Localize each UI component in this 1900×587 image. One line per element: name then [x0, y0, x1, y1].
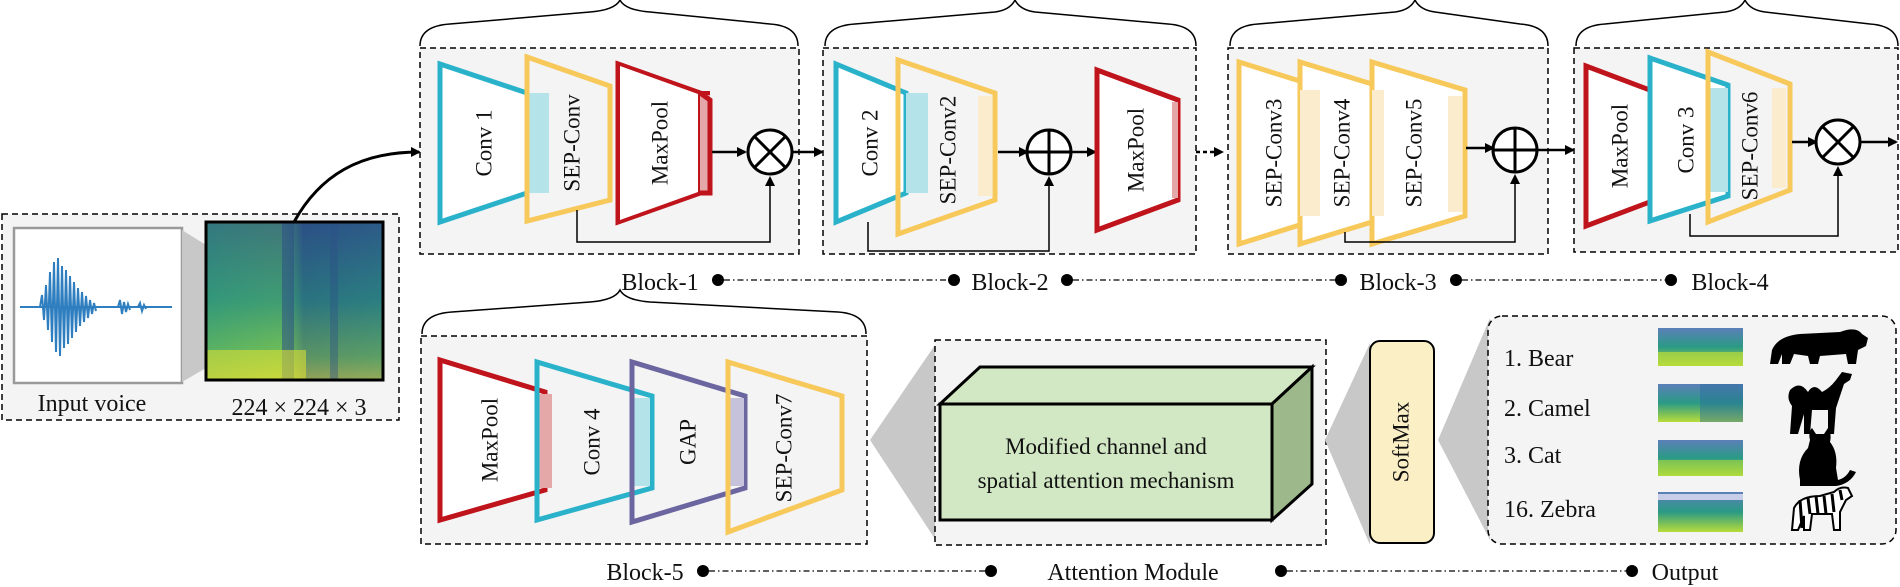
maxpool-layer: MaxPool [615, 60, 713, 226]
conv1-layer: Conv 1 [437, 60, 530, 226]
sep-conv6-layer: SEP-Conv6 [1705, 48, 1793, 226]
softmax-to-attention-connector [1325, 343, 1370, 545]
attention-module-label: Attention Module [1047, 560, 1218, 586]
block-2-label: Block-2 [971, 270, 1048, 296]
input-section: Input voice 224 × 224 × 3 [1, 147, 421, 421]
svg-text:SEP-Conv4: SEP-Conv4 [1329, 98, 1354, 207]
svg-text:MaxPool: MaxPool [1123, 108, 1148, 192]
output-section: 1. Bear 2. Camel 3. Cat 16. Zebra [1487, 315, 1897, 545]
svg-text:GAP: GAP [675, 419, 700, 465]
block-5-label: Block-5 [606, 560, 683, 586]
output-label: Output [1652, 560, 1719, 586]
svg-text:MaxPool: MaxPool [1607, 104, 1632, 188]
bear-spectrogram [1658, 328, 1743, 366]
multiply-operator-2 [1814, 118, 1862, 166]
attention-box-front [938, 402, 1274, 522]
maxpool5-layer: MaxPool [437, 356, 552, 524]
zebra-spectrogram [1658, 492, 1743, 532]
attention-to-block5-connector [870, 342, 937, 542]
block-labels-bottom: Block-5 Attention Module Output [606, 560, 1718, 586]
attention-module: Modified channel and spatial attention m… [934, 339, 1327, 546]
svg-text:Conv 1: Conv 1 [471, 109, 496, 176]
zebra-icon [1790, 486, 1854, 531]
input-dims-label: 224 × 224 × 3 [231, 395, 366, 421]
output-class-1: 1. Bear [1504, 346, 1573, 372]
add-operator-2 [1491, 126, 1539, 174]
block-5-brace [421, 288, 867, 335]
attention-text-line1: Modified channel and [1005, 434, 1207, 459]
block-4: MaxPool Conv 3 SEP-Conv6 [1573, 47, 1899, 253]
maxpool2-layer: MaxPool [1094, 66, 1181, 234]
gap-layer: GAP [629, 358, 748, 526]
attention-text-line2: spatial attention mechanism [978, 468, 1235, 493]
block-4-label: Block-4 [1691, 270, 1768, 296]
output-class-2: 2. Camel [1504, 396, 1591, 422]
svg-text:Conv 2: Conv 2 [857, 109, 882, 176]
block-3: SEP-Conv3 SEP-Conv4 SEP-Conv5 [1227, 47, 1575, 255]
spectrogram-image [204, 220, 385, 382]
block-labels-top: Block-1 Block-2 Block-3 Block-4 [621, 270, 1768, 296]
output-class-4: 16. Zebra [1504, 497, 1596, 523]
svg-text:SEP-Conv3: SEP-Conv3 [1261, 99, 1286, 208]
svg-text:Conv 4: Conv 4 [579, 408, 604, 476]
waveform-icon [20, 257, 172, 357]
block-1: Conv 1 SEP-Conv MaxPool [419, 47, 824, 255]
block-5: MaxPool Conv 4 GAP SEP-Conv7 [420, 288, 868, 545]
cat-spectrogram [1658, 440, 1743, 476]
sep-conv5-layer: SEP-Conv5 [1369, 58, 1468, 248]
sep-conv-layer: SEP-Conv [524, 53, 613, 225]
bear-icon [1770, 329, 1868, 364]
conv4-layer: Conv 4 [534, 358, 655, 524]
input-to-block1-arrow [292, 147, 421, 223]
block-1-label: Block-1 [621, 270, 698, 296]
svg-text:SEP-Conv2: SEP-Conv2 [935, 96, 960, 205]
svg-text:SoftMax: SoftMax [1388, 401, 1413, 482]
softmax-layer: SoftMax [1369, 340, 1435, 544]
svg-text:SEP-Conv: SEP-Conv [559, 94, 584, 192]
camel-spectrogram [1658, 384, 1743, 422]
multiply-operator-1 [746, 128, 794, 176]
cat-icon [1799, 428, 1856, 486]
sep-conv4-layer: SEP-Conv4 [1297, 58, 1388, 248]
svg-text:SEP-Conv5: SEP-Conv5 [1401, 99, 1426, 208]
output-to-softmax-connector [1438, 318, 1490, 540]
sep-conv7-layer: SEP-Conv7 [725, 358, 845, 536]
camel-icon [1788, 372, 1852, 434]
svg-text:SEP-Conv7: SEP-Conv7 [771, 394, 796, 503]
zoom-connector [182, 230, 206, 382]
svg-text:Conv 3: Conv 3 [1673, 106, 1698, 173]
output-class-3: 3. Cat [1504, 443, 1562, 469]
block-3-label: Block-3 [1359, 270, 1436, 296]
add-operator-1 [1025, 128, 1073, 176]
svg-text:MaxPool: MaxPool [477, 398, 502, 482]
input-voice-label: Input voice [38, 391, 147, 417]
svg-text:SEP-Conv6: SEP-Conv6 [1737, 92, 1762, 201]
output-panel [1487, 315, 1897, 545]
block-2: Conv 2 SEP-Conv2 MaxPool [822, 47, 1224, 255]
waveform-frame [12, 226, 184, 385]
attention-box-top [936, 365, 1316, 406]
sep-conv2-layer: SEP-Conv2 [895, 56, 998, 238]
svg-text:MaxPool: MaxPool [647, 101, 672, 185]
top-braces [419, 0, 1899, 47]
maxpool4-layer: MaxPool [1583, 62, 1658, 230]
